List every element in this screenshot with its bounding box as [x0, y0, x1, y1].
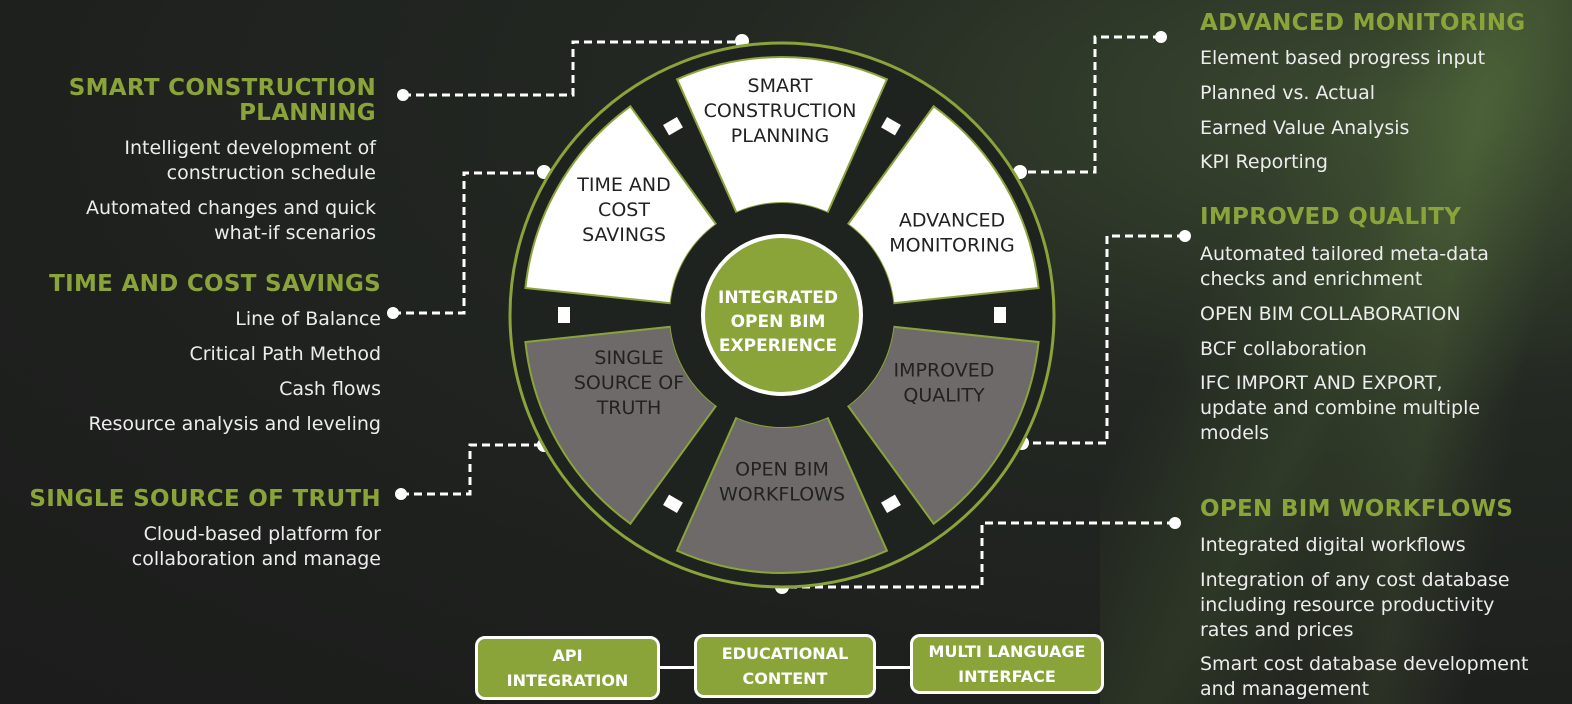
connector-smart-construction-planning [403, 40, 742, 97]
list-item: Planned vs. Actual [1200, 82, 1375, 104]
center-circle [701, 234, 863, 396]
center-label-line-2: OPEN BIM [731, 312, 826, 332]
segment-label-smart-construction-planning: PLANNING [731, 125, 829, 147]
right-section-improved-quality: IMPROVED QUALITY Automated tailored meta… [1200, 205, 1568, 446]
segment-label-advanced-monitoring: MONITORING [889, 235, 1014, 257]
list-item: KPI Reporting [1200, 151, 1328, 173]
section-heading: IMPROVED QUALITY [1200, 204, 1462, 230]
segment-divider-notch [994, 307, 1006, 323]
list-item: Element based progress input [1200, 47, 1486, 69]
left-section-time-and-cost-savings: TIME AND COST SAVINGS Line of Balance Cr… [20, 272, 381, 437]
dot [1155, 31, 1167, 43]
list-item: BCF collaboration [1200, 338, 1367, 360]
segment-label-advanced-monitoring: ADVANCED [899, 210, 1005, 232]
connector-single-source-of-truth [401, 443, 544, 496]
section-heading: TIME AND COST SAVINGS [49, 271, 381, 297]
center-label-line-3: EXPERIENCE [719, 336, 837, 356]
list-item: Cash flows [279, 378, 381, 400]
list-item: Resource analysis and leveling [88, 413, 382, 435]
connectors [393, 35, 1185, 589]
dot [387, 307, 399, 319]
segment-divider-notch [663, 117, 683, 136]
section-heading: ADVANCED MONITORING [1200, 10, 1526, 36]
segment-label-improved-quality: QUALITY [903, 385, 985, 407]
list-item: Critical Path Method [189, 343, 381, 365]
section-heading: OPEN BIM WORKFLOWS [1200, 496, 1514, 522]
list-item: Earned Value Analysis [1200, 117, 1410, 139]
segment-label-open-bim-workflows: OPEN BIM [735, 459, 829, 481]
segment-divider-notch [663, 494, 683, 513]
list-item: Integrated digital workflows [1200, 534, 1466, 556]
connector-time-and-cost-savings [393, 171, 544, 315]
segment-label-single-source-of-truth: SOURCE OF [574, 372, 684, 394]
list-item: Line of Balance [235, 308, 381, 330]
dot [1179, 230, 1191, 242]
section-heading: SINGLE SOURCE OF TRUTH [29, 486, 381, 512]
segment-label-time-and-cost-savings: COST [598, 199, 650, 221]
list-item: OPEN BIM COLLABORATION [1200, 303, 1461, 325]
connector-advanced-monitoring [1020, 35, 1161, 174]
connector-improved-quality [1022, 234, 1185, 445]
dot [1169, 517, 1181, 529]
dot [395, 488, 407, 500]
segment-label-single-source-of-truth: TRUTH [596, 397, 662, 419]
segment-divider-notch [881, 494, 901, 513]
segment-label-time-and-cost-savings: SAVINGS [582, 224, 666, 246]
pill-connector [660, 666, 694, 669]
right-section-advanced-monitoring: ADVANCED MONITORING Element based progre… [1200, 11, 1568, 175]
pill-connector [876, 666, 910, 669]
dot [397, 89, 409, 101]
segment-divider-notch [558, 307, 570, 323]
connector-open-bim-workflows [782, 521, 1175, 589]
segment-label-time-and-cost-savings: TIME AND [576, 174, 671, 196]
list-item: IFC IMPORT AND EXPORT,update and combine… [1200, 372, 1481, 444]
segment-label-open-bim-workflows: WORKFLOWS [719, 484, 845, 506]
center-label-line-1: INTEGRATED [718, 288, 838, 308]
left-section-single-source-of-truth: SINGLE SOURCE OF TRUTH Cloud-based platf… [4, 487, 381, 572]
segment-label-smart-construction-planning: SMART [748, 75, 813, 97]
right-section-open-bim-workflows: OPEN BIM WORKFLOWS Integrated digital wo… [1200, 497, 1568, 702]
segment-divider-notch [881, 117, 901, 136]
segment-label-smart-construction-planning: CONSTRUCTION [704, 100, 857, 122]
segment-label-improved-quality: IMPROVED [894, 360, 995, 382]
wheel-segments: SMART CONSTRUCTION PLANNING ADVANCED MONITOR… [524, 56, 1040, 574]
segment-label-single-source-of-truth: SINGLE [594, 347, 663, 369]
